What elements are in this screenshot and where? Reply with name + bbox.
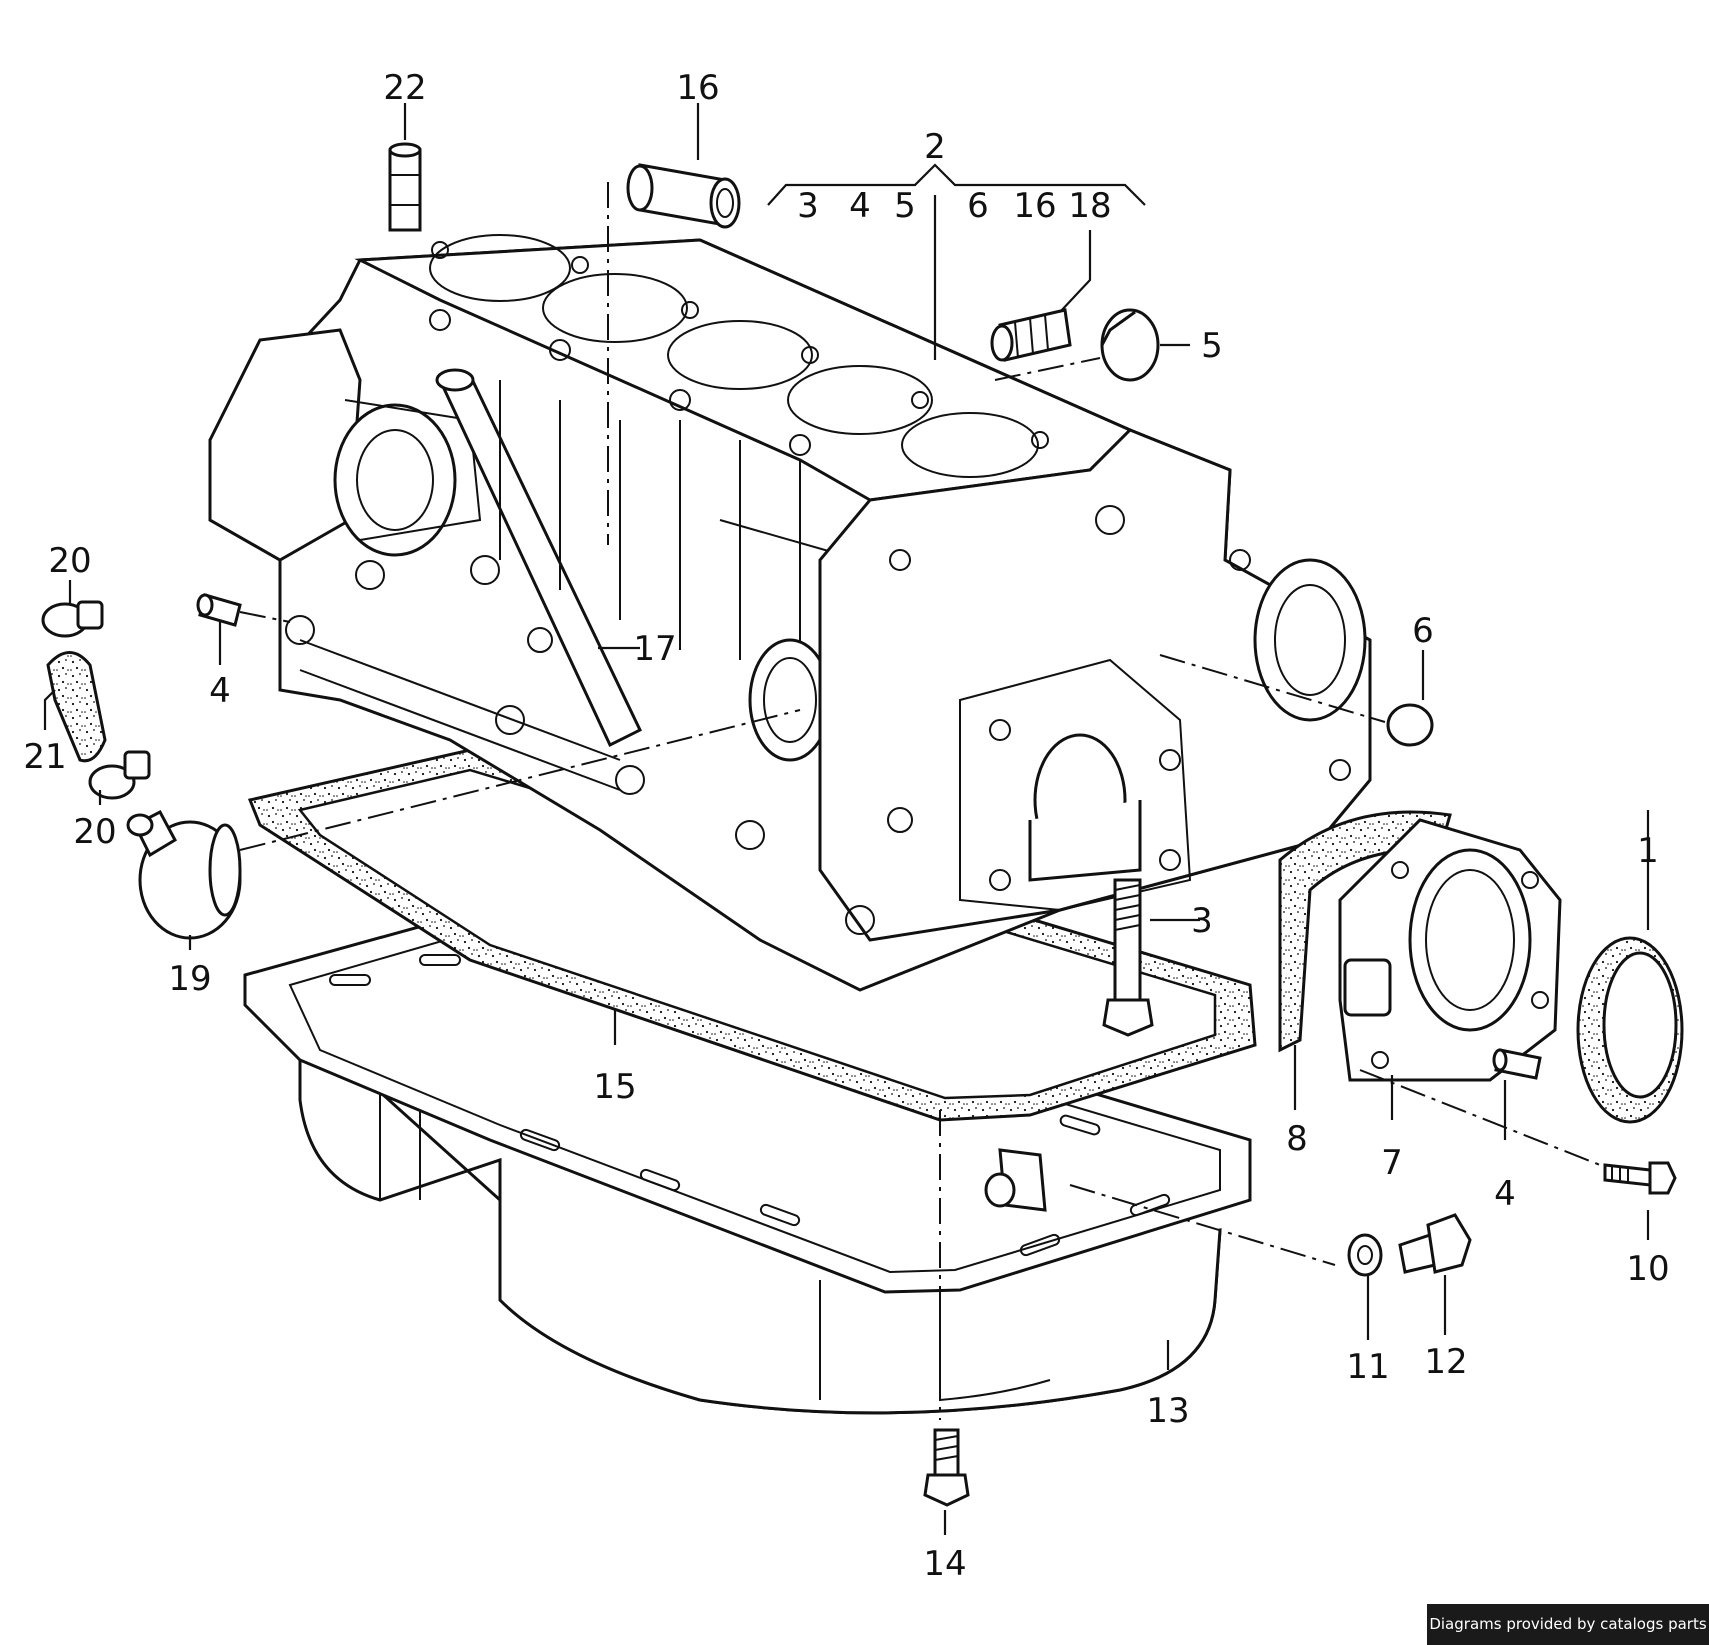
bolt-3 xyxy=(1102,878,1154,1037)
callout-22: 22 xyxy=(383,68,426,108)
callout-17: 17 xyxy=(633,629,676,669)
oil-level-sender xyxy=(984,1148,1047,1212)
engine-block xyxy=(208,234,1372,992)
plug-18 xyxy=(990,308,1072,362)
hose-clamp-20-upper xyxy=(41,600,104,638)
callout-10: 10 xyxy=(1626,1249,1669,1289)
callout-20-lower: 20 xyxy=(73,812,116,852)
bolt-10 xyxy=(1603,1161,1677,1195)
callout-7: 7 xyxy=(1381,1143,1403,1183)
callout-3: 3 xyxy=(1191,901,1213,941)
callout-4-left: 4 xyxy=(209,671,231,711)
group2-item-4: 4 xyxy=(849,186,871,226)
callout-15: 15 xyxy=(593,1067,636,1107)
seal-ring-1 xyxy=(1576,936,1684,1124)
group2-item-5: 5 xyxy=(894,186,916,226)
alignment-lines xyxy=(239,182,1601,1420)
callout-14: 14 xyxy=(923,1544,966,1584)
plug-6 xyxy=(1386,703,1434,747)
callout-12: 12 xyxy=(1424,1342,1467,1382)
drain-plug-12 xyxy=(1398,1213,1472,1274)
callout-19: 19 xyxy=(168,959,211,999)
hose-clamp-20-lower xyxy=(88,750,151,800)
callout-2: 2 xyxy=(924,127,946,167)
credit-banner: Diagrams provided by catalogs parts xyxy=(1427,1604,1709,1645)
callout-labels: 22 16 2 3 4 5 6 16 18 5 6 20 4 17 21 20 … xyxy=(23,68,1669,1584)
group2-item-3: 3 xyxy=(797,186,819,226)
leader-lines xyxy=(43,103,1650,1535)
group2-item-6: 6 xyxy=(967,186,989,226)
callout-8: 8 xyxy=(1286,1119,1308,1159)
group2-item-16: 16 xyxy=(1013,186,1056,226)
callout-5: 5 xyxy=(1201,326,1223,366)
callout-6: 6 xyxy=(1412,611,1434,651)
callout-21: 21 xyxy=(23,737,66,777)
hose-21 xyxy=(46,651,107,763)
seal-flange-7 xyxy=(1338,818,1562,1082)
dowel-4-left xyxy=(196,593,242,627)
breather-19 xyxy=(126,809,242,940)
callout-16: 16 xyxy=(676,68,719,108)
callout-11: 11 xyxy=(1346,1347,1389,1387)
bush-16 xyxy=(626,163,741,229)
group2-item-18: 18 xyxy=(1068,186,1111,226)
callout-4-right: 4 xyxy=(1494,1174,1516,1214)
dowel-sleeve-22 xyxy=(388,142,422,232)
callout-1: 1 xyxy=(1637,831,1659,871)
callout-13: 13 xyxy=(1146,1391,1189,1431)
bolt-14 xyxy=(923,1428,970,1507)
sealing-plug-5 xyxy=(1100,308,1160,382)
washer-11 xyxy=(1347,1233,1383,1277)
dowel-4-right xyxy=(1492,1048,1542,1080)
callout-20-upper: 20 xyxy=(48,541,91,581)
